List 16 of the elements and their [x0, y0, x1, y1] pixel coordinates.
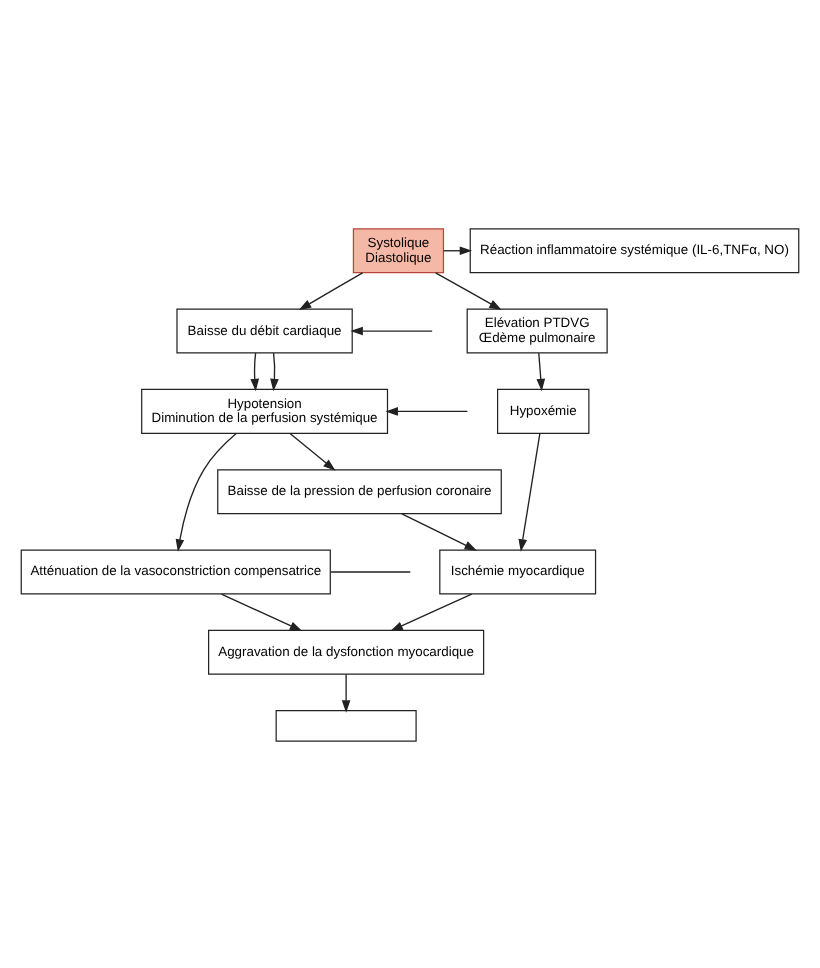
- node-box: [275, 709, 417, 741]
- arrow: [536, 351, 546, 391]
- arrow: [220, 592, 303, 630]
- arrow: [518, 431, 541, 551]
- arrow: [298, 271, 364, 309]
- arrow: [289, 431, 336, 470]
- arrow: [390, 592, 473, 630]
- arrow: [341, 672, 351, 712]
- arrow: [385, 406, 469, 415]
- arrow: [175, 431, 238, 551]
- arrow: [270, 351, 279, 391]
- arrow: [401, 512, 477, 550]
- arrow: [434, 271, 502, 309]
- arrow: [350, 325, 433, 335]
- connector: [330, 570, 411, 572]
- arrow: [250, 351, 260, 391]
